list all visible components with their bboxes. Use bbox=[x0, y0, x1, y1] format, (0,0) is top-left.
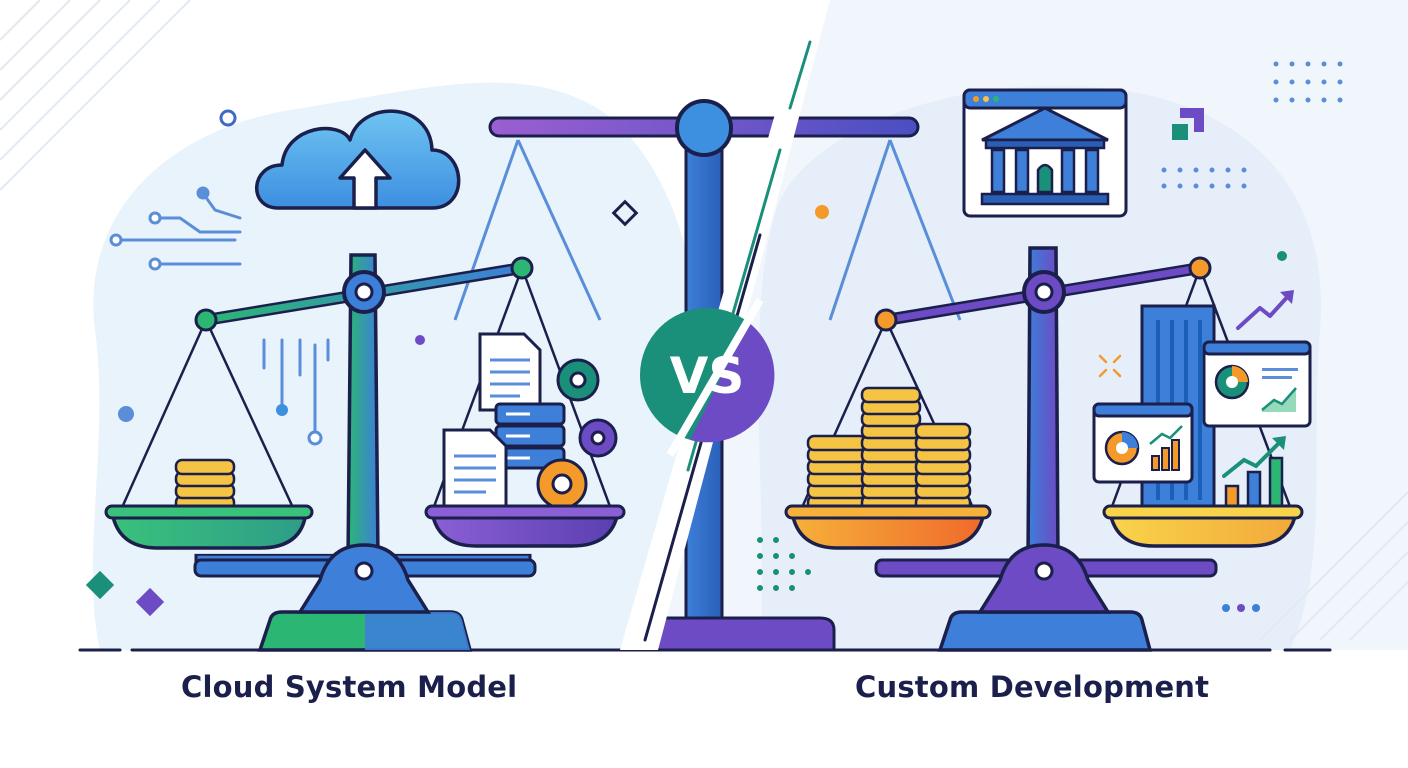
vs-text: VS bbox=[670, 347, 745, 405]
cloud-upload-icon bbox=[254, 109, 461, 210]
vs-badge: VS bbox=[640, 297, 775, 458]
left-scale bbox=[85, 109, 639, 652]
cloud-system-model-label: Cloud System Model bbox=[181, 670, 518, 704]
dashboard-chart-icon bbox=[1092, 402, 1194, 484]
right-scale bbox=[757, 61, 1343, 652]
document-icon bbox=[478, 332, 542, 412]
circuit-lines-icon bbox=[262, 338, 330, 446]
custom-development-label: Custom Development bbox=[855, 670, 1210, 704]
server-icon bbox=[494, 402, 566, 470]
coin-stack-icon bbox=[174, 458, 236, 512]
dot-grid bbox=[1161, 61, 1343, 189]
bank-building-icon bbox=[962, 88, 1128, 218]
growth-arrow-icon bbox=[1222, 436, 1286, 512]
gear-icon bbox=[536, 458, 588, 510]
dashboard-chart-icon bbox=[1202, 340, 1312, 428]
circle-icon bbox=[219, 109, 237, 127]
dot-grid bbox=[757, 537, 811, 591]
coin-stack-icon bbox=[860, 386, 922, 512]
growth-arrow-icon bbox=[1236, 290, 1294, 330]
gear-icon bbox=[556, 358, 600, 402]
circuit-lines-icon bbox=[109, 186, 242, 271]
gear-icon bbox=[578, 418, 618, 458]
coin-stack-icon bbox=[914, 422, 972, 512]
coin-stack-icon bbox=[806, 434, 868, 512]
document-icon bbox=[442, 428, 508, 510]
